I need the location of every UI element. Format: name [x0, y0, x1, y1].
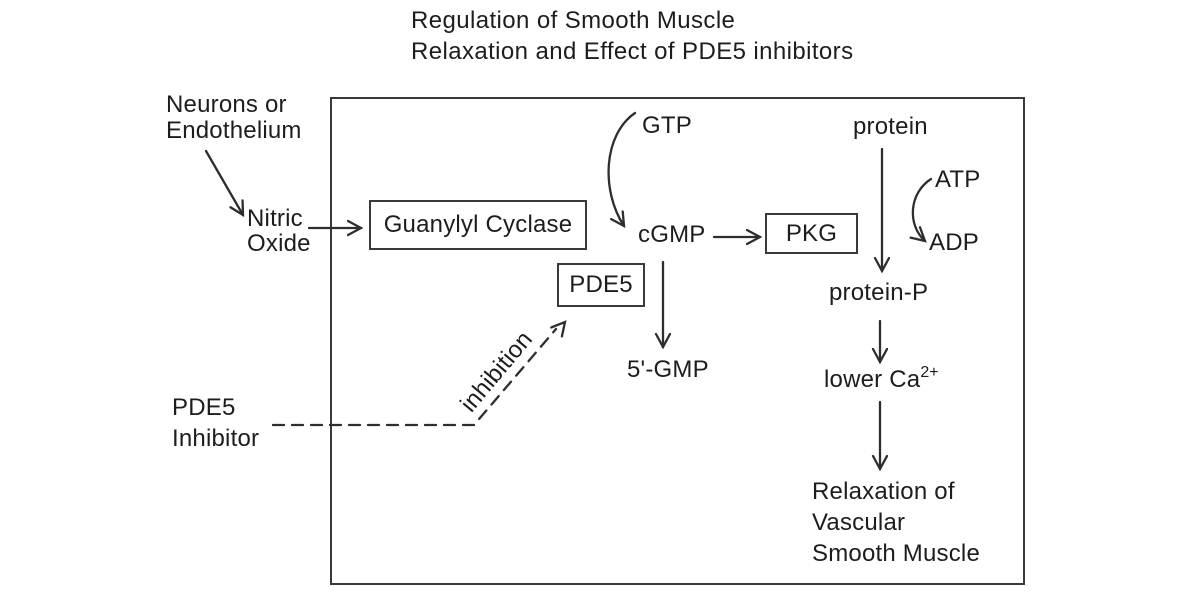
lower-ca-base: lower Ca	[824, 366, 921, 393]
pkg-box: PKG	[765, 213, 858, 254]
neurons-endothelium-label: Neurons or Endothelium	[166, 91, 302, 144]
atp-label: ATP	[935, 166, 981, 193]
protein-label: protein	[853, 113, 928, 140]
guanylyl-cyclase-box: Guanylyl Cyclase	[369, 200, 587, 250]
cgmp-label: cGMP	[638, 221, 706, 248]
gtp-label: GTP	[642, 112, 692, 139]
five-prime-gmp-label: 5'-GMP	[627, 356, 709, 383]
guanylyl-cyclase-label: Guanylyl Cyclase	[383, 211, 573, 238]
pkg-label: PKG	[785, 219, 838, 247]
figure-title-line2: Relaxation and Effect of PDE5 inhibitors	[411, 38, 854, 65]
protein-p-label: protein-P	[829, 279, 929, 306]
pde5-label: PDE5	[569, 271, 633, 298]
pde5-box: PDE5	[557, 263, 645, 307]
figure-title: Regulation of Smooth Muscle Relaxation a…	[411, 5, 853, 67]
lower-ca-label: lower Ca2+	[824, 360, 939, 393]
relaxation-outcome-label: Relaxation of Vascular Smooth Muscle	[812, 478, 980, 567]
lower-ca-superscript: 2+	[920, 364, 939, 381]
pde5-inhibitor-label: PDE5 Inhibitor	[172, 394, 260, 452]
arrow-neurons-to-nitric-oxide	[204, 149, 243, 215]
figure-title-line1: Regulation of Smooth Muscle	[411, 7, 736, 34]
adp-label: ADP	[929, 229, 979, 256]
nitric-oxide-label: Nitric Oxide	[247, 205, 311, 257]
